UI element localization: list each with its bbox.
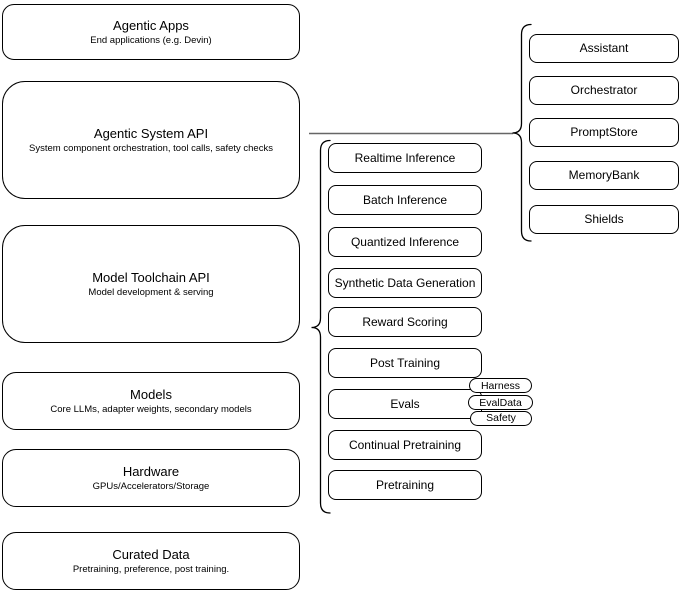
node-label: MemoryBank bbox=[568, 168, 640, 182]
node-label: Reward Scoring bbox=[362, 315, 448, 329]
node-label: Continual Pretraining bbox=[348, 438, 462, 452]
node-subtitle: System component orchestration, tool cal… bbox=[29, 143, 273, 154]
node-subtitle: Pretraining, preference, post training. bbox=[72, 564, 230, 575]
node-post-training: Post Training bbox=[328, 348, 482, 378]
pill-harness: Harness bbox=[469, 378, 532, 393]
node-agentic-system-api: Agentic System API System component orch… bbox=[2, 81, 300, 199]
node-models: Models Core LLMs, adapter weights, secon… bbox=[2, 372, 300, 430]
node-pretraining: Pretraining bbox=[328, 470, 482, 500]
pill-evaldata: EvalData bbox=[468, 395, 533, 410]
node-orchestrator: Orchestrator bbox=[529, 76, 679, 105]
node-assistant: Assistant bbox=[529, 34, 679, 63]
node-memorybank: MemoryBank bbox=[529, 161, 679, 190]
node-label: Post Training bbox=[369, 356, 441, 370]
pill-label: Safety bbox=[486, 412, 516, 424]
node-label: PromptStore bbox=[570, 125, 638, 139]
node-subtitle: End applications (e.g. Devin) bbox=[90, 35, 212, 46]
node-quantized-inference: Quantized Inference bbox=[328, 227, 482, 257]
node-label: Quantized Inference bbox=[350, 235, 460, 249]
node-subtitle: GPUs/Accelerators/Storage bbox=[92, 481, 210, 492]
node-label: Batch Inference bbox=[362, 193, 448, 207]
node-curated-data: Curated Data Pretraining, preference, po… bbox=[2, 532, 300, 590]
node-title: Agentic System API bbox=[93, 126, 209, 141]
node-evals: Evals bbox=[328, 389, 482, 419]
node-title: Models bbox=[130, 387, 172, 402]
node-agentic-apps: Agentic Apps End applications (e.g. Devi… bbox=[2, 4, 300, 60]
node-label: Synthetic Data Generation bbox=[334, 276, 476, 290]
node-subtitle: Model development & serving bbox=[88, 287, 214, 298]
node-shields: Shields bbox=[529, 205, 679, 234]
node-realtime-inference: Realtime Inference bbox=[328, 143, 482, 173]
pill-label: Harness bbox=[480, 379, 521, 392]
node-continual-pretraining: Continual Pretraining bbox=[328, 430, 482, 460]
node-label: Orchestrator bbox=[570, 83, 638, 97]
pill-label: EvalData bbox=[479, 396, 522, 409]
node-synthetic-data-generation: Synthetic Data Generation bbox=[328, 268, 482, 298]
components-bracket bbox=[512, 23, 532, 242]
pill-safety: Safety bbox=[470, 410, 532, 426]
node-label: Evals bbox=[390, 397, 420, 411]
node-title: Model Toolchain API bbox=[92, 270, 210, 285]
node-title: Agentic Apps bbox=[113, 18, 189, 33]
node-subtitle: Core LLMs, adapter weights, secondary mo… bbox=[50, 404, 252, 415]
node-model-toolchain-api: Model Toolchain API Model development & … bbox=[2, 225, 300, 343]
node-label: Assistant bbox=[579, 41, 629, 55]
node-label: Shields bbox=[584, 212, 624, 226]
node-label: Pretraining bbox=[375, 478, 435, 492]
node-hardware: Hardware GPUs/Accelerators/Storage bbox=[2, 449, 300, 507]
node-title: Curated Data bbox=[112, 547, 190, 562]
node-reward-scoring: Reward Scoring bbox=[328, 307, 482, 337]
node-label: Realtime Inference bbox=[354, 151, 456, 165]
node-batch-inference: Batch Inference bbox=[328, 185, 482, 215]
toolchain-bracket bbox=[311, 139, 331, 514]
node-promptstore: PromptStore bbox=[529, 118, 679, 147]
node-title: Hardware bbox=[122, 464, 180, 479]
